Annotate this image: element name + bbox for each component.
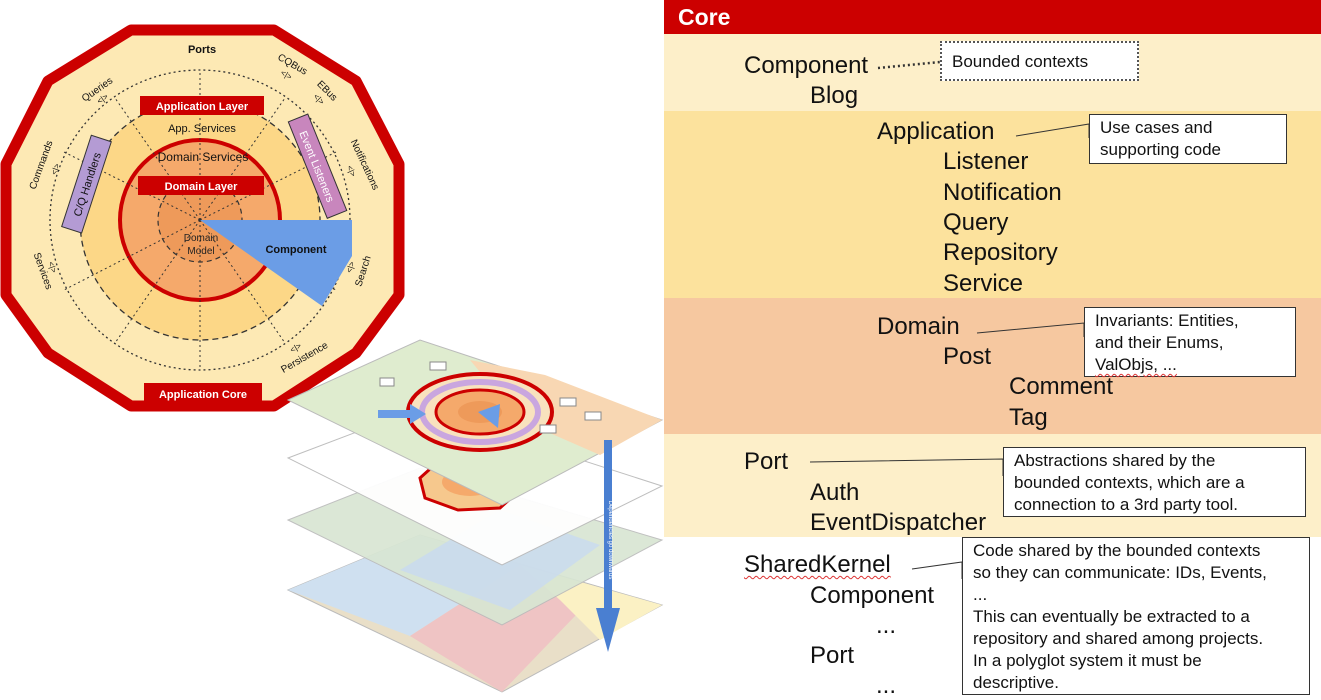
tree-repository: Repository [943,239,1058,266]
architecture-diagram: Component Ports Application Layer App. S… [0,24,664,693]
note-shared-line-7: descriptive. [973,673,1059,692]
tree-notification: Notification [943,179,1062,206]
note-invariants: Invariants: Entities, and their Enums, V… [1084,307,1296,377]
tree-auth: Auth [810,479,860,506]
component-label: Component [265,244,326,256]
note-shared-line-5: repository and shared among projects. [973,629,1264,648]
tree-service: Service [943,270,1024,297]
tree-component: Component [744,52,869,79]
dependency-arrow-head [596,608,620,652]
tree-listener: Listener [943,148,1029,175]
note-abstractions: Abstractions shared by the bounded conte… [1003,447,1306,517]
domain-layer-box [138,176,264,195]
note-shared-line-2: so they can communicate: IDs, Events, [973,563,1267,582]
application-core-label: Application Core [159,389,247,401]
dependency-arrow-label: Dependencies go downwards [607,501,613,580]
app-services-label: App. Services [168,123,236,135]
note-shared-line-1: Code shared by the bounded contexts [973,541,1261,560]
tree-tag: Tag [1009,404,1048,431]
domain-services-label: Domain Services [158,150,249,164]
note-abstractions-line-2: bounded contexts, which are a [1014,473,1245,492]
note-invariants-line-2: and their Enums, [1095,333,1224,352]
application-layer-label: Application Layer [156,101,249,113]
domain-model-label-2: Model [187,246,214,257]
layer-1-node-e [429,361,447,371]
note-abstractions-line-3: connection to a 3rd party tool. [1014,495,1238,514]
tree-event-dispatcher: EventDispatcher [810,509,987,536]
core-header: Core [664,0,1321,34]
search-adapter-icon: <|> [345,260,357,274]
tree-shared-kernel: SharedKernel [744,551,891,578]
note-shared-line-4: This can eventually be extracted to a [973,607,1250,626]
tree-ellipsis-1: ... [876,612,897,639]
application-layer-box [140,96,264,115]
note-shared-kernel: Code shared by the bounded contexts so t… [962,537,1310,695]
layer-1-node-d [539,424,557,434]
component-wedge [200,220,352,306]
layer-1-node-c [584,411,602,421]
tree-comment: Comment [1009,373,1114,400]
note-use-cases-line-1: Use cases and [1100,118,1213,137]
layer-1-blue-arrow [378,404,426,424]
domain-model-label-1: Domain [184,233,218,244]
dependency-arrow-shaft [604,440,612,608]
tree-query: Query [943,209,1009,236]
note-invariants-line-3: ValObjs, ... [1095,355,1177,374]
layer-1-node-a [379,377,395,387]
tree-sk-port: Port [810,642,855,669]
stacked-layers [286,339,664,693]
tree-port: Port [744,448,789,475]
services-adapter-icon: <|> [46,260,58,274]
layer-1-node-b [559,397,577,407]
note-abstractions-line-1: Abstractions shared by the [1014,451,1216,470]
note-use-cases-line-2: supporting code [1100,140,1221,159]
note-shared-line-6: In a polyglot system it must be [973,651,1202,670]
note-shared-line-3: ... [973,585,988,604]
tree-blog: Blog [810,82,859,109]
note-use-cases: Use cases and supporting code [1089,114,1287,164]
ports-label: Ports [188,44,216,56]
layer-1-wedge [478,404,500,428]
note-bounded-contexts: Bounded contexts [940,41,1139,81]
shared-kernel-connector [911,561,963,579]
note-invariants-line-1: Invariants: Entities, [1095,311,1239,330]
domain-layer-label: Domain Layer [165,181,238,193]
core-structure-panel: Core Component Blog Application Listener… [664,0,1321,699]
tree-domain: Domain [877,313,960,340]
tree-ellipsis-2: ... [876,672,897,699]
note-bounded-contexts-text: Bounded contexts [952,52,1089,71]
tree-post: Post [943,343,992,370]
tree-application: Application [877,118,995,145]
commands-adapter-icon: <|> [49,162,61,176]
tree-sk-component: Component [810,582,935,609]
application-core-box [144,383,262,404]
